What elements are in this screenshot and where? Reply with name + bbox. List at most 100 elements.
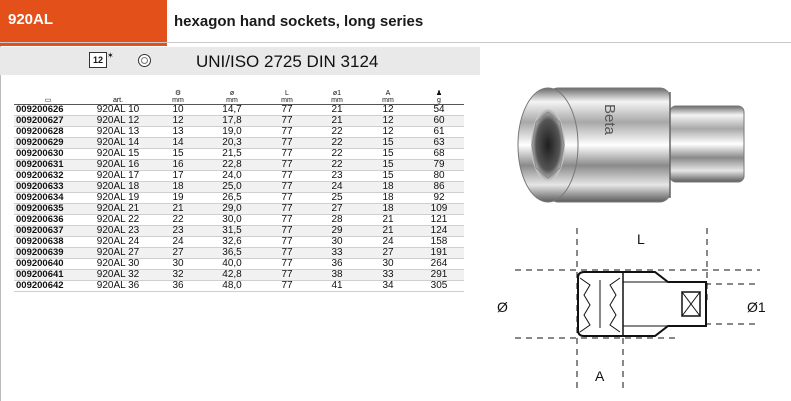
cell-L: 77 <box>262 203 312 215</box>
cell-code: 009200633 <box>14 181 82 193</box>
page-left-border <box>0 0 1 401</box>
standards-text: UNI/ISO 2725 DIN 3124 <box>196 52 379 71</box>
drive-diagonal-2 <box>681 291 701 317</box>
cell-code: 009200634 <box>14 192 82 204</box>
cell-code: 009200636 <box>14 214 82 226</box>
cell-dia: 22,8 <box>202 159 262 171</box>
cell-dia1: 22 <box>312 159 362 171</box>
cell-weight: 158 <box>414 236 464 248</box>
cell-L: 77 <box>262 126 312 138</box>
cell-weight: 291 <box>414 269 464 281</box>
cell-art: 920AL 12 <box>82 115 154 127</box>
cell-weight: 191 <box>414 247 464 259</box>
cell-L: 77 <box>262 181 312 193</box>
cell-dia1: 38 <box>312 269 362 281</box>
cell-size: 36 <box>154 280 202 292</box>
cell-art: 920AL 17 <box>82 170 154 182</box>
cell-A: 24 <box>362 236 414 248</box>
column-unit-L: mm <box>281 97 293 104</box>
cell-weight: 92 <box>414 192 464 204</box>
column-header-code: ▭ <box>14 80 82 105</box>
socket-photo: Beta <box>517 87 745 203</box>
cell-size: 22 <box>154 214 202 226</box>
cell-L: 77 <box>262 214 312 226</box>
column-unit-size: mm <box>172 97 184 104</box>
cell-art: 920AL 19 <box>82 192 154 204</box>
cell-code: 009200628 <box>14 126 82 138</box>
cell-L: 77 <box>262 280 312 292</box>
socket-mouth <box>531 109 565 181</box>
cell-weight: 109 <box>414 203 464 215</box>
cell-size: 27 <box>154 247 202 259</box>
technical-drawing <box>515 228 760 388</box>
socket-engraving: Beta <box>601 104 618 136</box>
column-unit-weight: g <box>437 97 441 104</box>
cell-code: 009200640 <box>14 258 82 270</box>
cell-dia1: 41 <box>312 280 362 292</box>
cell-art: 920AL 23 <box>82 225 154 237</box>
cell-weight: 264 <box>414 258 464 270</box>
cell-dia: 42,8 <box>202 269 262 281</box>
cell-weight: 86 <box>414 181 464 193</box>
cell-dia1: 23 <box>312 170 362 182</box>
cell-weight: 63 <box>414 137 464 149</box>
label-a: A <box>595 368 605 384</box>
cell-art: 920AL 10 <box>82 104 154 116</box>
column-label-A: A <box>385 90 391 97</box>
label-length: L <box>637 231 645 247</box>
cell-weight: 305 <box>414 280 464 292</box>
cell-L: 77 <box>262 137 312 149</box>
cell-L: 77 <box>262 192 312 204</box>
cell-dia: 24,0 <box>202 170 262 182</box>
socket-outline <box>577 271 707 337</box>
column-header-weight: ♟g <box>414 80 464 105</box>
cell-art: 920AL 14 <box>82 137 154 149</box>
cell-A: 21 <box>362 225 414 237</box>
product-title: hexagon hand sockets, long series <box>174 13 424 30</box>
cell-dia: 26,5 <box>202 192 262 204</box>
cell-dia1: 21 <box>312 104 362 116</box>
cell-dia1: 28 <box>312 214 362 226</box>
cell-code: 009200631 <box>14 159 82 171</box>
cell-dia1: 29 <box>312 225 362 237</box>
cell-A: 15 <box>362 148 414 160</box>
cell-dia: 29,0 <box>202 203 262 215</box>
cell-A: 15 <box>362 137 414 149</box>
cell-code: 009200637 <box>14 225 82 237</box>
column-label-dia1: ø1 <box>332 90 342 97</box>
brand-strip <box>0 42 167 46</box>
product-code-badge: 920AL <box>0 0 167 42</box>
cell-L: 77 <box>262 269 312 281</box>
cell-L: 77 <box>262 258 312 270</box>
cell-art: 920AL 27 <box>82 247 154 259</box>
cell-size: 32 <box>154 269 202 281</box>
cell-L: 77 <box>262 148 312 160</box>
column-header-size: ⚙mm <box>154 80 202 105</box>
cell-L: 77 <box>262 247 312 259</box>
item-code-icon: ▭ <box>44 97 52 104</box>
cell-A: 18 <box>362 192 414 204</box>
cell-dia: 36,5 <box>202 247 262 259</box>
cell-size: 13 <box>154 126 202 138</box>
socket-profile-icon <box>138 54 151 67</box>
standards-bar <box>0 47 480 75</box>
cell-L: 77 <box>262 104 312 116</box>
label-drive-diameter: Ø1 <box>747 299 766 315</box>
twelve-point-mark-icon: ✶ <box>107 51 114 60</box>
cell-size: 14 <box>154 137 202 149</box>
column-label-dia: ø <box>229 90 235 97</box>
header-divider <box>0 42 791 43</box>
label-outer-diameter: Ø <box>497 299 508 315</box>
socket-teeth-right <box>609 277 621 333</box>
cell-size: 21 <box>154 203 202 215</box>
